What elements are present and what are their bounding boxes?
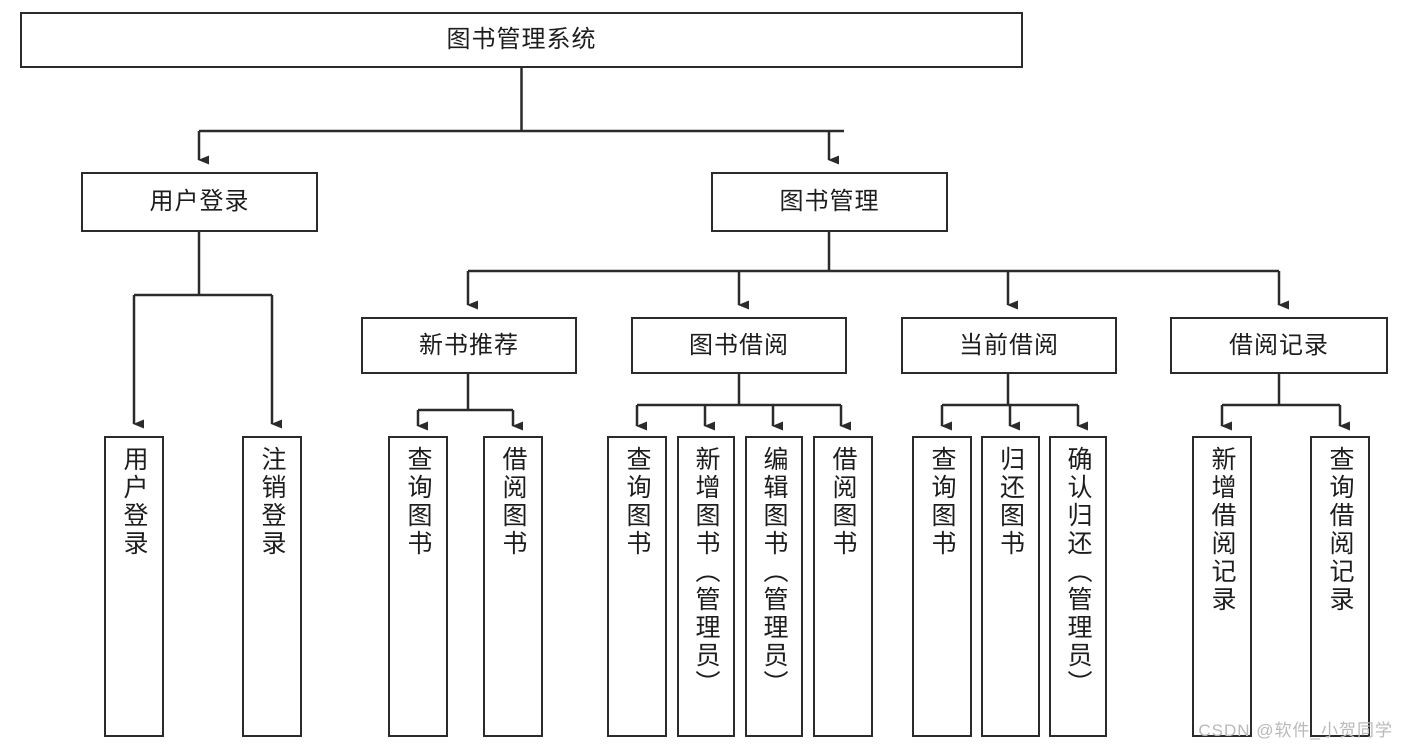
leaf-borrow-add-book-admin[interactable]: 新增图书（管理员） xyxy=(677,436,735,737)
node-label: 确认归还（管理员） xyxy=(1064,446,1092,698)
node-user-login[interactable]: 用户登录 xyxy=(81,172,318,232)
node-label: 图书管理 xyxy=(779,188,880,215)
leaf-current-return-books[interactable]: 归还图书 xyxy=(981,436,1040,737)
node-root-book-management-system[interactable]: 图书管理系统 xyxy=(20,12,1023,68)
leaf-borrow-borrow-books[interactable]: 借阅图书 xyxy=(813,436,873,737)
node-label: 图书管理系统 xyxy=(446,26,597,53)
node-label: 编辑图书（管理员） xyxy=(760,446,788,698)
leaf-borrow-edit-book-admin[interactable]: 编辑图书（管理员） xyxy=(745,436,803,737)
node-book-borrowing[interactable]: 图书借阅 xyxy=(631,317,847,374)
node-label: 用户登录 xyxy=(149,188,250,215)
node-label: 用户登录 xyxy=(120,446,148,558)
leaf-borrow-query-books[interactable]: 查询图书 xyxy=(607,436,667,737)
node-current-borrowing[interactable]: 当前借阅 xyxy=(901,317,1117,374)
node-borrowing-record[interactable]: 借阅记录 xyxy=(1170,317,1388,374)
leaf-current-query-books[interactable]: 查询图书 xyxy=(912,436,972,737)
node-label: 查询借阅记录 xyxy=(1326,446,1354,614)
node-label: 查询图书 xyxy=(928,446,956,558)
node-book-management[interactable]: 图书管理 xyxy=(711,172,948,232)
node-label: 查询图书 xyxy=(623,446,651,558)
node-new-book-recommendation[interactable]: 新书推荐 xyxy=(361,317,577,374)
node-label: 归还图书 xyxy=(996,446,1025,558)
node-label: 借阅记录 xyxy=(1229,331,1329,359)
leaf-newbook-borrow-books[interactable]: 借阅图书 xyxy=(483,436,543,737)
node-label: 借阅图书 xyxy=(499,446,527,558)
leaf-logout[interactable]: 注销登录 xyxy=(242,436,302,737)
node-label: 新书推荐 xyxy=(419,331,519,359)
leaf-record-query-borrow-record[interactable]: 查询借阅记录 xyxy=(1310,436,1370,737)
node-label: 新增借阅记录 xyxy=(1208,446,1236,614)
node-label: 注销登录 xyxy=(258,446,286,558)
node-label: 图书借阅 xyxy=(689,331,789,359)
node-label: 借阅图书 xyxy=(829,446,857,558)
leaf-user-login[interactable]: 用户登录 xyxy=(104,436,164,737)
leaf-newbook-query-books[interactable]: 查询图书 xyxy=(388,436,448,737)
node-label: 当前借阅 xyxy=(959,331,1059,359)
leaf-current-confirm-return-admin[interactable]: 确认归还（管理员） xyxy=(1049,436,1107,737)
csdn-watermark: CSDN @软件_小贺同学 xyxy=(1198,721,1393,740)
node-label: 新增图书（管理员） xyxy=(692,446,720,698)
leaf-record-add-borrow-record[interactable]: 新增借阅记录 xyxy=(1192,436,1252,737)
node-label: 查询图书 xyxy=(404,446,432,558)
